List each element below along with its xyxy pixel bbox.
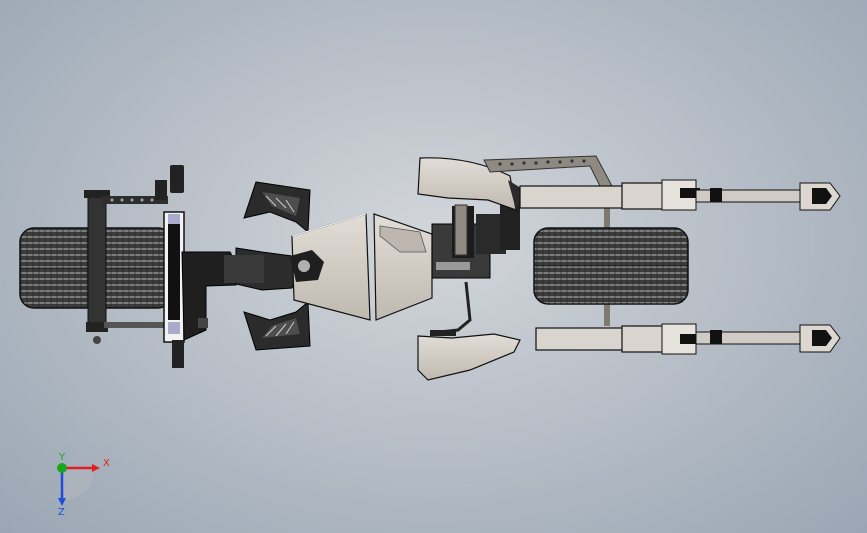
front-wheel[interactable] — [533, 227, 689, 305]
fork-upper[interactable] — [519, 179, 841, 211]
y-axis-dot — [57, 463, 67, 473]
body-panel-right[interactable] — [373, 213, 433, 321]
lower-fin[interactable] — [243, 300, 311, 351]
triad-plane — [62, 468, 95, 501]
rear-bracket[interactable] — [102, 165, 184, 328]
z-axis-label: Z — [58, 507, 65, 517]
y-axis-label: Y — [58, 452, 66, 463]
upper-strut[interactable] — [454, 155, 613, 256]
fork-lower[interactable] — [535, 323, 841, 355]
orientation-triad: X Y Z — [57, 452, 110, 517]
front-fairing-lower[interactable] — [417, 330, 521, 381]
z-axis-head — [58, 498, 66, 506]
rear-crossbar[interactable] — [163, 211, 185, 368]
body-panel-left[interactable] — [290, 213, 371, 321]
engine-block[interactable] — [431, 198, 520, 279]
upper-fin[interactable] — [243, 181, 311, 234]
x-axis-label: X — [103, 458, 110, 469]
x-axis-head — [92, 464, 100, 472]
rear-axle[interactable] — [84, 190, 110, 344]
